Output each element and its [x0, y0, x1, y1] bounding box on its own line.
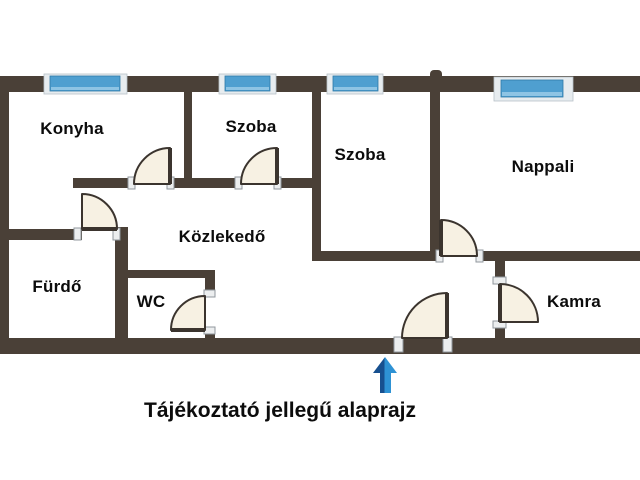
door-bracket	[442, 336, 453, 353]
wall-wc-right-upper	[205, 270, 215, 296]
wall-szoba-szoba	[312, 88, 321, 260]
window-konyha	[43, 73, 128, 95]
wall-top-exterior	[0, 76, 640, 92]
door-furdo	[81, 193, 118, 231]
wall-konyha-bottom-left	[73, 178, 133, 188]
wall-hall-left	[312, 251, 437, 261]
door-bracket	[203, 289, 216, 298]
wall-szoba1-bottom	[277, 178, 315, 188]
door-nappali	[439, 219, 478, 257]
wall-kamra-left-lower	[495, 322, 505, 340]
door-bracket	[393, 336, 404, 353]
room-label-nappali: Nappali	[511, 157, 575, 176]
wall-hall-right	[483, 251, 640, 261]
room-label-konyha: Konyha	[40, 119, 104, 138]
wall-kamra-left-upper	[495, 259, 505, 283]
window-nappali	[493, 76, 574, 102]
wall-szoba-nappali	[430, 76, 440, 261]
door-szoba-1	[240, 147, 279, 185]
wall-konyha-bottom-right	[170, 178, 240, 188]
room-label-szoba-2: Szoba	[334, 145, 386, 164]
room-label-szoba-1: Szoba	[225, 117, 277, 136]
room-label-furdo: Fürdő	[32, 277, 82, 296]
door-bracket	[492, 276, 507, 285]
door-entrance	[401, 292, 449, 339]
window-szoba-2	[326, 73, 384, 95]
wall-wc-top	[115, 270, 215, 278]
up-arrow-icon	[373, 357, 397, 393]
room-label-wc: WC	[136, 292, 166, 311]
wall-furdo-wc	[115, 227, 128, 342]
window-szoba-1	[218, 73, 277, 95]
wall-wc-right-lower	[205, 328, 215, 342]
caption-text: Tájékoztató jellegű alaprajz	[144, 399, 416, 422]
door-kamra	[498, 283, 539, 323]
door-konyha	[133, 147, 172, 185]
room-label-kozlekedo: Közlekedő	[178, 227, 266, 246]
door-wc	[170, 295, 206, 332]
wall-left-exterior	[0, 76, 9, 354]
wall-konyha-szoba	[184, 88, 192, 188]
door-bracket	[73, 227, 82, 241]
wall-furdo-top	[0, 229, 82, 240]
wall-bottom-exterior	[0, 338, 640, 354]
room-label-kamra: Kamra	[547, 292, 601, 311]
